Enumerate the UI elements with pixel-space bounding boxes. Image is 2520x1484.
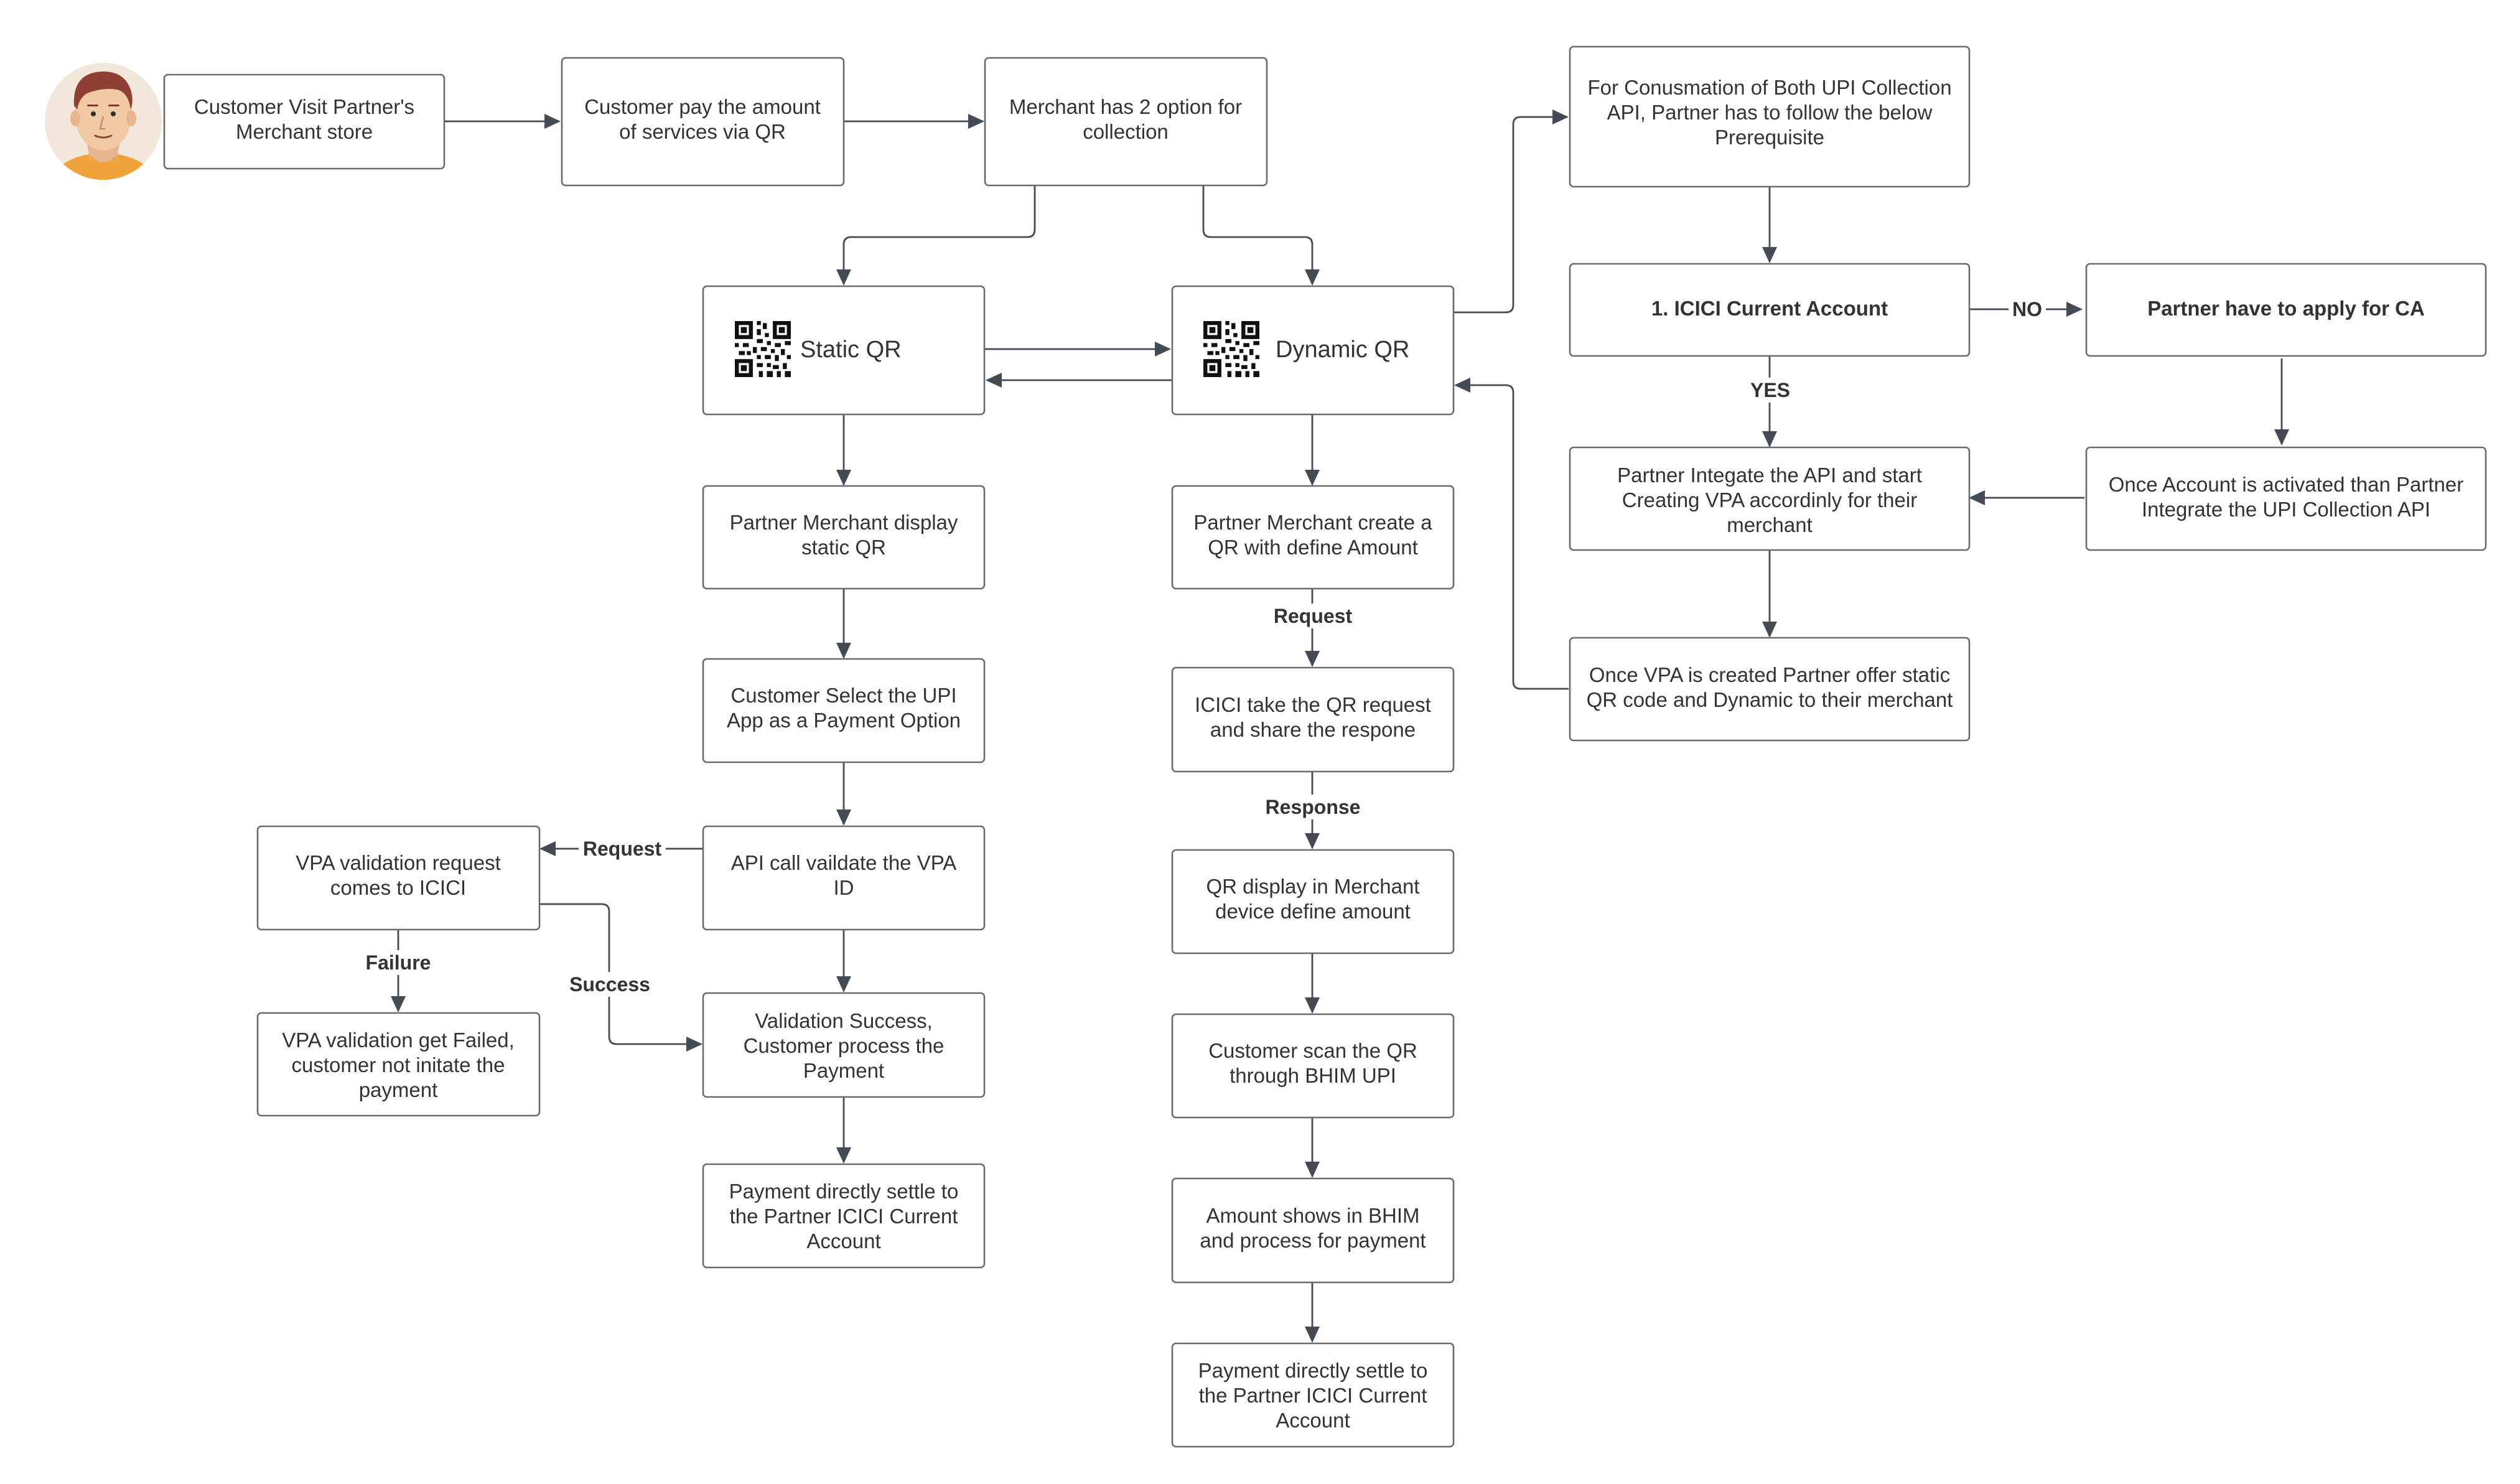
node-qr-display: QR display in Merchant device define amo… <box>1171 849 1455 954</box>
qr-code-icon <box>735 321 791 377</box>
node-line: Customer Select the UPI <box>730 684 956 707</box>
edge-label-failure: Failure <box>366 951 431 974</box>
edge-label-yes: YES <box>1750 379 1790 401</box>
node-line: Account <box>806 1230 880 1253</box>
node-line: Partner Merchant create a <box>1193 511 1432 534</box>
node-customer-visit: Customer Visit Partner's Merchant store <box>163 73 446 170</box>
edge-label-request-vpa: Request <box>583 838 662 860</box>
node-static-qr: Static QR <box>702 285 986 416</box>
node-static-display: Partner Merchant display static QR <box>702 485 986 590</box>
node-line: Customer scan the QR <box>1208 1039 1417 1062</box>
node-line: static QR <box>801 536 886 559</box>
node-line: Payment directly settle to <box>1198 1359 1428 1382</box>
node-line: and process for payment <box>1200 1229 1426 1252</box>
node-merchant-options: Merchant has 2 option for collection <box>984 57 1268 187</box>
edge-label-success: Success <box>569 973 650 996</box>
node-line: payment <box>359 1078 438 1101</box>
node-line: VPA validation get Failed, <box>282 1029 515 1052</box>
node-line: Payment directly settle to <box>729 1180 959 1203</box>
node-line: Merchant has 2 option for <box>1009 95 1242 118</box>
node-line: QR display in Merchant <box>1206 875 1420 898</box>
node-dynamic-qr: Dynamic QR <box>1171 285 1455 416</box>
node-line: Merchant store <box>236 120 373 143</box>
node-line: Prerequisite <box>1715 126 1824 149</box>
qr-code-icon <box>1203 321 1259 377</box>
node-icici-take: ICICI take the QR request and share the … <box>1171 666 1455 773</box>
node-line: QR with define Amount <box>1208 536 1418 559</box>
node-line: Account <box>1276 1409 1350 1432</box>
node-line: the Partner ICICI Current <box>1199 1384 1427 1407</box>
edge-dynamic-to-prerequisite <box>1454 110 1569 314</box>
node-settle-static: Payment directly settle to the Partner I… <box>702 1163 986 1269</box>
node-vpa-request: VPA validation request comes to ICICI <box>256 825 541 931</box>
node-line: API call vaildate the VPA <box>731 851 957 874</box>
customer-avatar <box>45 63 162 180</box>
node-line: customer not initate the <box>291 1053 505 1076</box>
node-line: of services via QR <box>619 120 786 143</box>
node-select-upi: Customer Select the UPI App as a Payment… <box>702 658 986 763</box>
node-line: Customer process the <box>744 1034 945 1057</box>
edge-label-response-dynamic: Response <box>1266 796 1361 818</box>
node-vpa-created: Once VPA is created Partner offer static… <box>1569 637 1971 742</box>
node-line: Once VPA is created Partner offer static <box>1589 663 1950 686</box>
edge-labels: NO YES Request Response Request Failure … <box>361 297 2046 997</box>
node-line: For Conusmation of Both UPI Collection <box>1587 76 1951 99</box>
node-account-activated: Once Account is activated than Partner I… <box>2085 446 2487 551</box>
edge-options-to-dynamic <box>1202 185 1320 286</box>
node-line: Static QR <box>800 337 902 363</box>
node-line: Validation Success, <box>755 1009 933 1032</box>
node-line: ICICI take the QR request <box>1195 693 1431 716</box>
node-line: VPA validation request <box>296 851 501 874</box>
edge-vpa-created-to-dynamic <box>1454 378 1569 690</box>
node-line: Integrate the UPI Collection API <box>2142 498 2430 521</box>
node-line: Once Account is activated than Partner <box>2109 473 2464 496</box>
node-line: the Partner ICICI Current <box>730 1205 958 1228</box>
edge-label-request-dynamic: Request <box>1274 605 1353 627</box>
node-line: Partner Integate the API and start <box>1617 464 1922 487</box>
node-line: Creating VPA accordinly for their <box>1622 488 1917 511</box>
node-apply-ca: Partner have to apply for CA <box>2085 263 2487 357</box>
node-line: device define amount <box>1215 900 1411 923</box>
node-api-validate: API call vaildate the VPA ID <box>702 825 986 931</box>
node-amount-bhim: Amount shows in BHIM and process for pay… <box>1171 1177 1455 1284</box>
node-line: comes to ICICI <box>330 876 466 899</box>
node-line: API, Partner has to follow the below <box>1607 101 1933 124</box>
node-line: ID <box>834 876 854 899</box>
node-line: Partner Merchant display <box>730 511 958 534</box>
node-line: merchant <box>1727 513 1813 536</box>
node-settle-dynamic: Payment directly settle to the Partner I… <box>1171 1342 1455 1448</box>
node-prerequisite: For Conusmation of Both UPI Collection A… <box>1569 45 1971 188</box>
node-line: collection <box>1083 120 1169 143</box>
node-line: App as a Payment Option <box>727 709 961 732</box>
node-customer-pay: Customer pay the amount of services via … <box>561 57 845 187</box>
node-line: QR code and Dynamic to their merchant <box>1587 688 1953 711</box>
node-line: and share the respone <box>1210 718 1416 741</box>
node-integrate-api: Partner Integate the API and start Creat… <box>1569 446 1971 551</box>
edge-label-no: NO <box>2012 298 2042 320</box>
node-icici-current-account: 1. ICICI Current Account <box>1569 263 1971 357</box>
node-line: through BHIM UPI <box>1230 1064 1396 1087</box>
edge-options-to-static <box>836 185 1036 286</box>
node-line: 1. ICICI Current Account <box>1651 297 1888 320</box>
node-line: Customer pay the amount <box>584 95 821 118</box>
node-line: Dynamic QR <box>1276 337 1409 363</box>
node-line: Amount shows in BHIM <box>1206 1204 1420 1227</box>
node-line: Customer Visit Partner's <box>194 95 414 118</box>
node-vpa-failed: VPA validation get Failed, customer not … <box>256 1012 541 1117</box>
node-validation-success: Validation Success, Customer process the… <box>702 992 986 1098</box>
node-scan-qr: Customer scan the QR through BHIM UPI <box>1171 1013 1455 1119</box>
node-line: Partner have to apply for CA <box>2147 297 2425 320</box>
node-line: Payment <box>803 1059 884 1082</box>
node-dynamic-create: Partner Merchant create a QR with define… <box>1171 485 1455 590</box>
